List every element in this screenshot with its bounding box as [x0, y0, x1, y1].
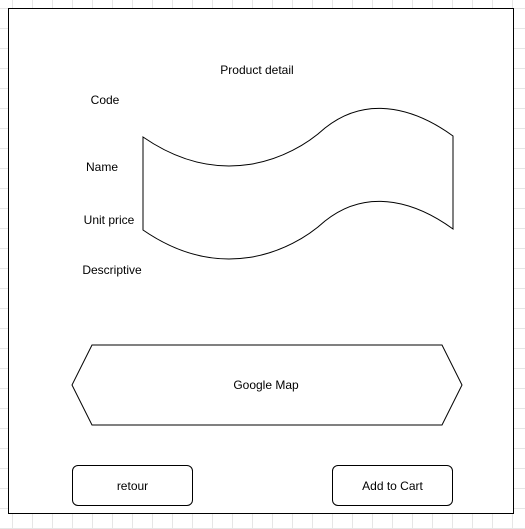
code-label: Code [90, 93, 120, 107]
descriptive-label: Descriptive [82, 263, 142, 277]
unit-price-label: Unit price [83, 213, 135, 227]
add-to-cart-button[interactable]: Add to Cart [332, 465, 453, 506]
google-map-label: Google Map [233, 378, 299, 392]
product-detail-frame [8, 8, 514, 514]
image-placeholder-wave-shape [142, 107, 454, 260]
google-map-hexagon-shape[interactable] [71, 344, 463, 426]
name-label: Name [85, 160, 119, 174]
page-title: Product detail [220, 63, 294, 77]
back-button[interactable]: retour [72, 465, 193, 506]
